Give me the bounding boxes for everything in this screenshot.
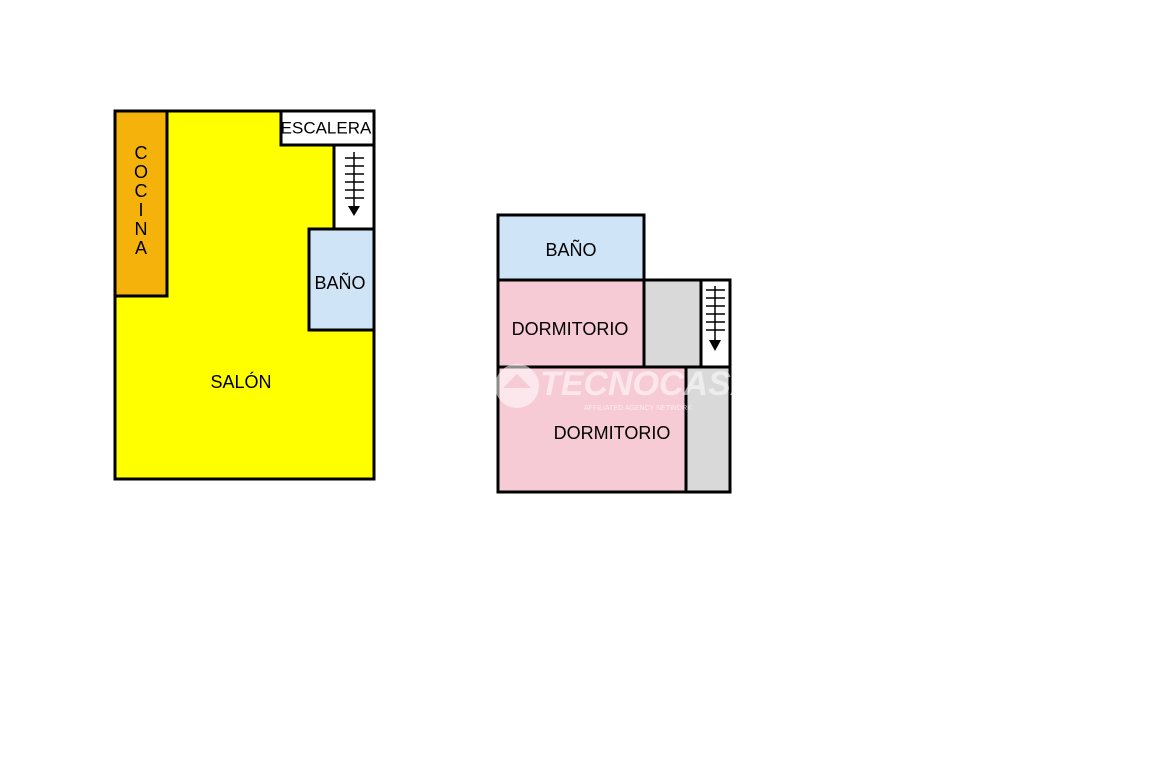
dormitorio-1-label: DORMITORIO xyxy=(512,319,629,339)
cocina-letter: A xyxy=(135,238,147,258)
dormitorio-1-room xyxy=(496,278,646,369)
house-logo-icon xyxy=(495,364,539,408)
arrow-down-icon xyxy=(709,340,721,351)
stairs-icon xyxy=(345,152,364,216)
watermark-logo: TECNOCASA AFFILIATED AGENCY NETWORK xyxy=(495,364,755,412)
watermark-tagline: AFFILIATED AGENCY NETWORK xyxy=(584,405,692,412)
cocina-letter: N xyxy=(135,219,148,239)
cocina-letter: O xyxy=(134,162,148,182)
cocina-label: C O C I N A xyxy=(134,143,148,258)
cocina-letter: C xyxy=(135,181,148,201)
arrow-down-icon xyxy=(348,206,360,216)
bano-room xyxy=(307,227,376,332)
floor-2-plan: TECNOCASA AFFILIATED AGENCY NETWORK BAÑO… xyxy=(495,213,755,494)
floor-1-plan: C O C I N A ESCALERA BAÑO SALÓN xyxy=(113,109,376,481)
cocina-letter: I xyxy=(138,200,143,220)
bano-label-floor-2: BAÑO xyxy=(545,239,596,260)
cocina-letter: C xyxy=(135,143,148,163)
escalera-label: ESCALERA xyxy=(281,118,372,137)
escalera-box xyxy=(279,109,376,147)
stairs-icon xyxy=(706,286,725,351)
storage-room xyxy=(684,365,732,494)
watermark-brand: TECNOCASA xyxy=(540,365,755,403)
dormitorio-2-label: DORMITORIO xyxy=(554,423,671,443)
storage-room xyxy=(642,278,703,369)
bano-label-floor-1: BAÑO xyxy=(314,272,365,293)
salon-label: SALÓN xyxy=(210,371,271,392)
cocina-room xyxy=(113,109,169,298)
bano-room xyxy=(496,213,646,282)
